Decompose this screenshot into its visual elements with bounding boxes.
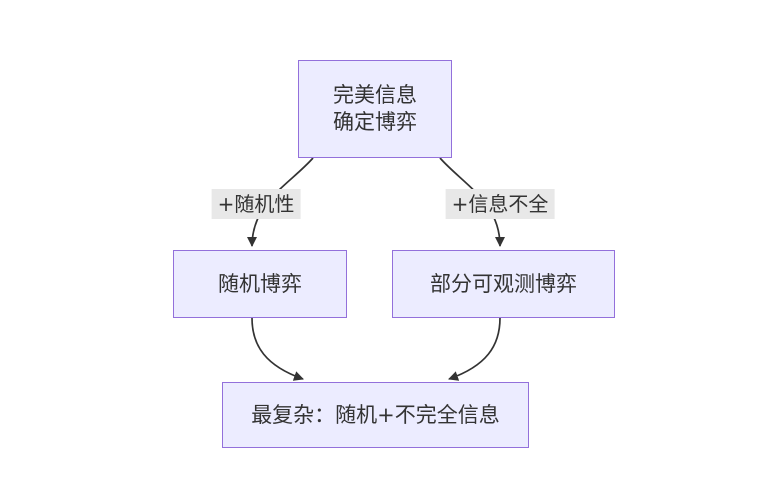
- node-label-line: 确定博弈: [333, 110, 417, 134]
- node-label-line: 完美信息: [333, 83, 417, 107]
- edge-label-randomness: +随机性: [211, 189, 301, 219]
- edge-label-incomplete-info: +信息不全: [445, 189, 555, 219]
- edge-left-to-bottom-arrow: [251, 317, 304, 381]
- node-perfect-info-deterministic-game: 完美信息 确定博弈: [298, 60, 452, 158]
- edge-right-to-bottom-arrow: [448, 317, 501, 381]
- node-stochastic-game: 随机博弈: [173, 250, 347, 318]
- node-label: 部分可观测博弈: [430, 271, 577, 296]
- node-label: 随机博弈: [218, 271, 302, 296]
- node-partially-observable-game: 部分可观测博弈: [392, 250, 615, 318]
- node-label: 最复杂：随机+不完全信息: [251, 402, 500, 427]
- node-most-complex-game: 最复杂：随机+不完全信息: [222, 382, 529, 448]
